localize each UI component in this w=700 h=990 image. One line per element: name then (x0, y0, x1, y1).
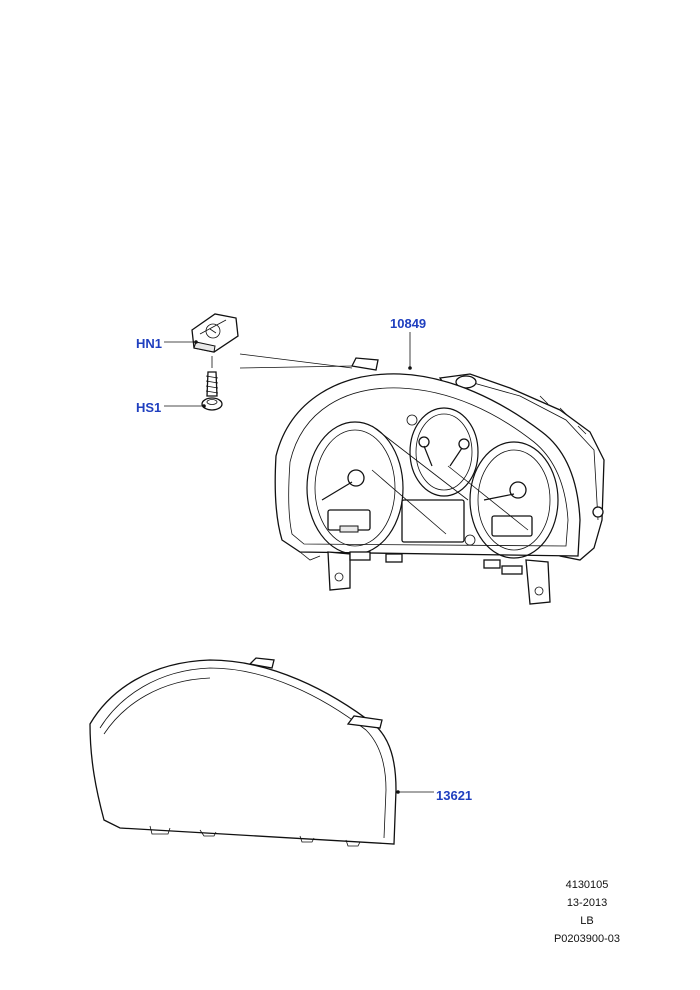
reference-number: 4130105 (565, 879, 609, 891)
reference-code: LB (580, 915, 594, 927)
svg-text:HN1: HN1 (136, 336, 162, 351)
fastener-leader-lower (239, 365, 353, 369)
callout-10849: 10849 (390, 316, 426, 370)
fastener-leader-upper (239, 353, 353, 369)
callout-13621: 13621 (396, 788, 472, 803)
screw-drawing (201, 356, 223, 411)
callout-hn1: HN1 (136, 336, 198, 351)
svg-text:13621: 13621 (436, 788, 472, 803)
clip-nut-drawing (191, 313, 239, 353)
reference-illustration-id: P0203900-03 (553, 933, 621, 945)
svg-text:HS1: HS1 (136, 400, 161, 415)
reference-date: 13-2013 (566, 897, 608, 909)
callout-hs1: HS1 (136, 400, 206, 415)
svg-text:10849: 10849 (390, 316, 426, 331)
lens-cover-drawing (89, 657, 397, 847)
instrument-cluster-drawing (274, 357, 605, 605)
